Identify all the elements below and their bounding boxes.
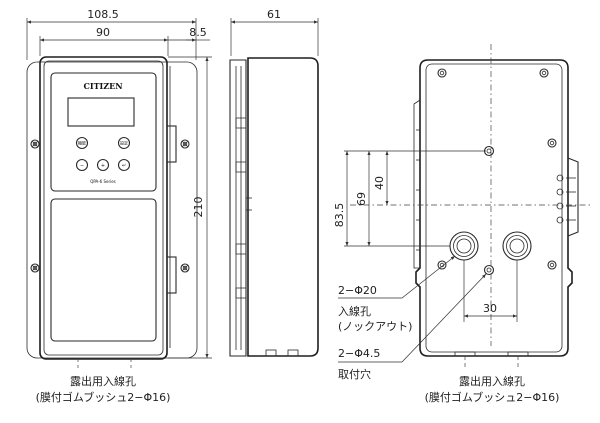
screw-icon [180, 263, 190, 273]
outlet-label-left-line1: 露出用入線孔 [70, 374, 136, 388]
front-dimensions: 108.5 90 8.5 210 [26, 8, 212, 359]
screw-icon [30, 139, 40, 149]
dim-69: 69 [355, 192, 368, 206]
brand-logo: CITIZEN [83, 81, 122, 91]
mount-hole-size-label: 2−Φ4.5 [338, 347, 380, 360]
side-housing [247, 57, 319, 357]
front-lower-cover [50, 198, 157, 342]
dim-depth: 61 [267, 8, 281, 21]
mount-ear-icon [539, 68, 549, 78]
rear-dimensions: 83.5 69 40 30 [333, 150, 518, 322]
hinge-pins [556, 157, 579, 237]
front-flange-outline [26, 61, 198, 359]
dim-30: 30 [483, 302, 497, 315]
hinge-lower [166, 256, 177, 294]
dim-40: 40 [373, 176, 386, 190]
front-body-inner [43, 60, 164, 356]
rear-body [415, 59, 573, 357]
screw-icon [30, 263, 40, 273]
leaders [338, 255, 487, 363]
side-dimensions: 61 [230, 8, 319, 56]
gland-left [454, 351, 476, 356]
mount-ear-icon [437, 260, 447, 270]
knockout-note-label: (ノックアウト) [338, 320, 412, 333]
rear-view [350, 44, 590, 368]
svg-text:+: + [101, 163, 105, 169]
svg-text:↵: ↵ [122, 163, 126, 169]
lcd-display [67, 97, 135, 127]
front-upper-panel [50, 72, 157, 192]
mount-hole-lower [483, 264, 495, 276]
mount-ear-icon [437, 68, 447, 78]
knockout-left [449, 231, 479, 261]
mount-ear-icon [547, 138, 557, 148]
screw-icon [180, 139, 190, 149]
key-function: 機能 [75, 136, 89, 150]
dim-flange: 8.5 [189, 26, 207, 39]
outlet-label-right-line1: 露出用入線孔 [459, 374, 525, 388]
knockout-right [502, 231, 532, 261]
outlet-label-right-line2: (膜付ゴムブッシュ2−Φ16) [425, 390, 560, 404]
dim-height: 210 [192, 197, 205, 218]
hinge-upper [166, 125, 177, 163]
front-body [39, 56, 168, 360]
knockout-name-label: 入線孔 [338, 304, 371, 318]
series-label: QPA-6 Series [90, 179, 116, 184]
side-view [229, 57, 319, 357]
dim-83-5: 83.5 [333, 203, 346, 228]
gland-right [507, 351, 529, 356]
mount-ear-icon [547, 260, 557, 270]
key-minus: − [75, 158, 89, 172]
knockout-size-label: 2−Φ20 [338, 284, 377, 297]
side-cover [229, 59, 247, 357]
key-setting: 設定 [117, 136, 131, 150]
mount-hole-name-label: 取付穴 [338, 367, 371, 381]
dim-body-width: 90 [96, 26, 110, 39]
dim-overall-width: 108.5 [87, 8, 119, 21]
key-enter: ↵ [117, 158, 131, 172]
front-view: CITIZEN 機能 設定 − + ↵ QPA-6 Series [26, 56, 198, 368]
svg-text:設定: 設定 [120, 140, 128, 146]
svg-text:−: − [80, 163, 84, 169]
key-plus: + [96, 158, 110, 172]
svg-text:機能: 機能 [78, 140, 86, 146]
outlet-label-left-line2: (膜付ゴムブッシュ2−Φ16) [36, 390, 171, 404]
